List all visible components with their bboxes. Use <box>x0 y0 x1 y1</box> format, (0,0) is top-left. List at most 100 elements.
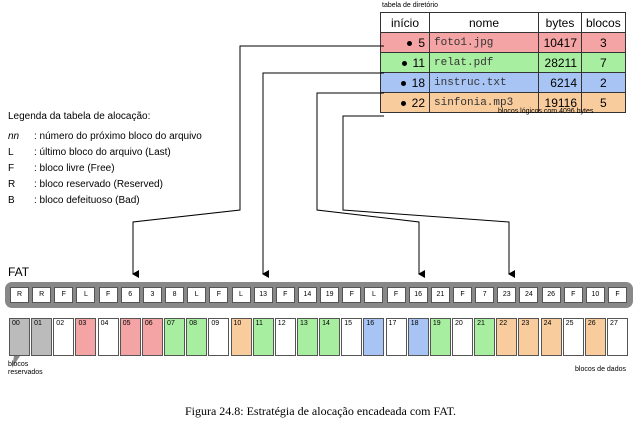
fat-entry: L <box>76 287 96 303</box>
fat-entry: 8 <box>165 287 185 303</box>
disk-block: 19 <box>429 318 451 356</box>
directory-footnote: blocos lógicos com 4096 bytes <box>498 108 594 115</box>
header-start: início <box>380 12 430 33</box>
disk-block: 27 <box>607 318 629 356</box>
legend-key: L <box>8 147 14 158</box>
row-bytes: 6214 <box>538 72 582 93</box>
legend-item: F : bloco livre (Free) <box>8 161 202 177</box>
pointer-dot <box>400 100 406 106</box>
disk-block: 18 <box>407 318 429 356</box>
row-bytes: 28211 <box>538 52 582 73</box>
arrow-sinfonia <box>342 115 515 278</box>
disk-block: 10 <box>230 318 252 356</box>
directory-header-row: início nome bytes blocos <box>380 12 626 33</box>
fat-entry: L <box>231 287 251 303</box>
fat-entry: F <box>209 287 229 303</box>
disk-block: 09 <box>208 318 230 356</box>
legend-item: B : bloco defeituoso (Bad) <box>8 193 202 209</box>
legend-item: L : último bloco do arquivo (Last) <box>8 145 202 161</box>
fat-entry: 6 <box>120 287 140 303</box>
fat-entry: F <box>342 287 362 303</box>
fat-entry: F <box>275 287 295 303</box>
disk-block: 13 <box>296 318 318 356</box>
legend-title: Legenda da tabela de alocação: <box>8 111 151 122</box>
disk-block: 22 <box>496 318 518 356</box>
fat-entry: L <box>364 287 384 303</box>
disk-block: 15 <box>341 318 363 356</box>
row-name: foto1.jpg <box>429 32 539 53</box>
figure-caption: Figura 24.8: Estratégia de alocação enca… <box>184 404 457 418</box>
legend-desc: : último bloco do arquivo (Last) <box>34 147 171 158</box>
fat-entry: F <box>608 287 628 303</box>
fat-label: FAT <box>8 265 30 279</box>
arrow-foto1 <box>132 45 384 278</box>
disk-block: 03 <box>75 318 97 356</box>
disk-block: 06 <box>141 318 163 356</box>
legend-desc: : número do próximo bloco do arquivo <box>34 131 202 142</box>
disk-block: 24 <box>540 318 562 356</box>
disk-block: 14 <box>319 318 341 356</box>
disk-block: 17 <box>385 318 407 356</box>
legend-item: nn : número do próximo bloco do arquivo <box>8 129 202 145</box>
arrow-relat <box>262 72 384 278</box>
fat-entry: 14 <box>297 287 317 303</box>
legend-key: F <box>8 163 15 174</box>
disk-block: 00 <box>9 318 30 356</box>
disk-block: 01 <box>31 318 53 356</box>
legend-key: R <box>8 179 16 190</box>
disk-block: 02 <box>53 318 75 356</box>
disk-block: 23 <box>518 318 540 356</box>
fat-entry: 10 <box>585 287 605 303</box>
fat-entry: 23 <box>497 287 517 303</box>
disk-block: 04 <box>97 318 119 356</box>
fat-entry: R <box>32 287 52 303</box>
fat-entry: 3 <box>142 287 162 303</box>
disk-block: 25 <box>562 318 584 356</box>
directory-table-caption: tabela de diretório <box>382 2 439 9</box>
legend-desc: : bloco defeituoso (Bad) <box>34 195 140 206</box>
disk-block: 21 <box>474 318 496 356</box>
reserved-blocks-label: blocos reservados <box>8 361 43 376</box>
fat-entry: F <box>98 287 118 303</box>
arrow-instruc <box>316 92 425 278</box>
disk-block: 16 <box>363 318 385 356</box>
disk-block: 20 <box>452 318 473 356</box>
fat-legend: Legenda da tabela de alocação: nn : númer… <box>8 109 202 209</box>
fat-entry: 24 <box>519 287 539 303</box>
disk-block: 26 <box>584 318 606 356</box>
fat-entry: 21 <box>430 287 450 303</box>
fat-entry: 13 <box>253 287 273 303</box>
fat-entry: F <box>563 287 583 303</box>
disk-block: 05 <box>119 318 141 356</box>
fat-entry: 7 <box>475 287 495 303</box>
reserved-pointer <box>12 356 20 368</box>
disk-block: 11 <box>252 318 274 356</box>
legend-key: nn <box>8 131 20 142</box>
disk-block: 12 <box>274 318 296 356</box>
fat-entry: 16 <box>408 287 428 303</box>
header-name: nome <box>429 12 539 33</box>
data-blocks-label: blocos de dados <box>575 366 626 373</box>
row-blocks: 5 <box>581 92 626 113</box>
pointer-dot <box>400 80 406 86</box>
pointer-dot <box>401 60 407 66</box>
row-bytes: 19116 <box>538 92 582 113</box>
row-name: relat.pdf <box>429 52 539 73</box>
legend-desc: : bloco reservado (Reserved) <box>34 179 163 190</box>
fat-entry: R <box>10 287 29 303</box>
row-name: sinfonia.mp3 <box>429 92 539 113</box>
fat-entry: F <box>386 287 406 303</box>
header-bytes: bytes <box>538 12 582 33</box>
legend-desc: : bloco livre (Free) <box>34 163 115 174</box>
disk-block: 08 <box>186 318 208 356</box>
pointer-dot <box>407 40 413 46</box>
legend-key: B <box>8 195 15 206</box>
fat-entry: L <box>187 287 207 303</box>
fat-entry: F <box>453 287 472 303</box>
